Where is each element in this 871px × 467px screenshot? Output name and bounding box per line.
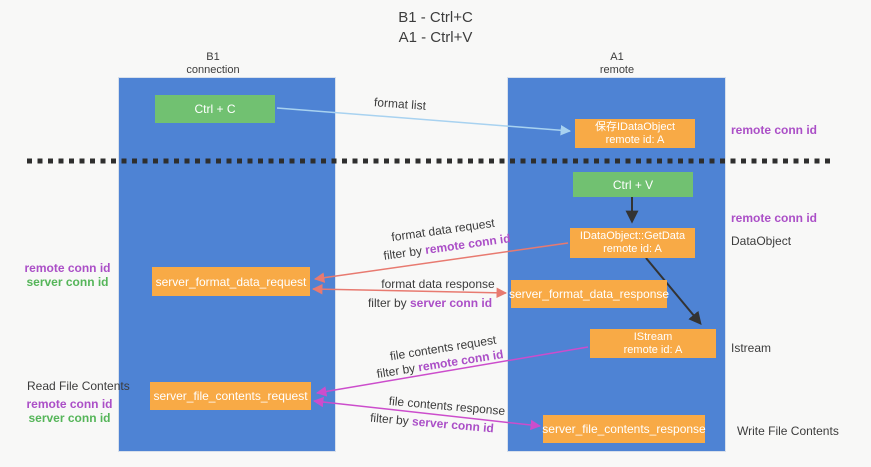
server-format-data-request-node: server_format_data_request <box>152 267 310 296</box>
istream-annotation: Istream <box>731 341 772 355</box>
lifeline-b1-name: B1 <box>206 51 220 63</box>
lifeline-header-a1: A1 remote <box>547 51 687 77</box>
getdata-line2: remote id: A <box>603 243 662 255</box>
server-file-contents-request-node: server_file_contents_request <box>150 382 311 410</box>
server-format-data-response-node: server_format_data_response <box>508 280 670 308</box>
istream-line1: IStream <box>633 330 673 343</box>
ctrl-c-node: Ctrl + C <box>155 95 275 123</box>
server-file-contents-response-label: server_file_contents_response <box>542 422 706 436</box>
left-server-conn-id-annotation-1: server conn id <box>26 275 109 289</box>
ctrl-c-label: Ctrl + C <box>194 102 236 116</box>
left-remote-conn-id-annotation-2: remote conn id <box>26 397 113 411</box>
format-data-response-filter-label: filter by server conn id <box>368 296 492 310</box>
save-dataobject-node: 保存IDataObject remote id: A <box>575 119 695 148</box>
lifeline-header-b1: B1 connection <box>143 51 283 77</box>
write-file-contents-annotation: Write File Contents <box>737 424 839 438</box>
server-file-contents-request-label: server_file_contents_request <box>153 389 308 403</box>
server-file-contents-response-node: server_file_contents_response <box>542 415 706 443</box>
filter-by-text: filter by <box>367 296 407 310</box>
lifeline-b1-role: connection <box>186 64 240 76</box>
lifeline-a1-role: remote <box>599 64 635 76</box>
filter-by-text: filter by <box>369 410 410 428</box>
save-dataobject-line1: 保存IDataObject <box>594 120 676 133</box>
diagram-title: B1 - Ctrl+C A1 - Ctrl+V <box>0 8 871 48</box>
read-file-contents-annotation: Read File Contents <box>27 379 130 393</box>
format-list-label: format list <box>373 95 427 113</box>
left-remote-conn-id-annotation-1: remote conn id <box>24 261 111 275</box>
format-data-response-label: format data response <box>381 277 495 291</box>
server-format-data-request-label: server_format_data_request <box>155 274 307 289</box>
server-format-data-response-label: server_format_data_response <box>508 287 670 301</box>
ctrl-v-node: Ctrl + V <box>573 172 693 197</box>
title-line-1: B1 - Ctrl+C <box>398 9 473 26</box>
istream-line2: remote id: A <box>623 343 683 356</box>
filter-by-text: filter by <box>382 243 423 263</box>
save-dataobject-line2: remote id: A <box>605 133 665 146</box>
filter-id-text: server conn id <box>411 414 495 436</box>
dataobject-annotation: DataObject <box>731 234 792 248</box>
left-server-conn-id-annotation-2: server conn id <box>28 411 111 425</box>
remote-conn-id-annotation-mid: remote conn id <box>731 211 818 225</box>
filter-id-text: server conn id <box>410 296 493 310</box>
getdata-line1: IDataObject::GetData <box>579 230 686 242</box>
title-line-2: A1 - Ctrl+V <box>398 29 473 46</box>
istream-node: IStream remote id: A <box>590 329 716 358</box>
remote-conn-id-annotation-top: remote conn id <box>731 123 818 137</box>
getdata-node: IDataObject::GetData remote id: A <box>570 228 695 258</box>
lifeline-a1-name: A1 <box>610 51 624 63</box>
filter-by-text: filter by <box>375 361 417 381</box>
ctrl-v-label: Ctrl + V <box>612 177 654 192</box>
